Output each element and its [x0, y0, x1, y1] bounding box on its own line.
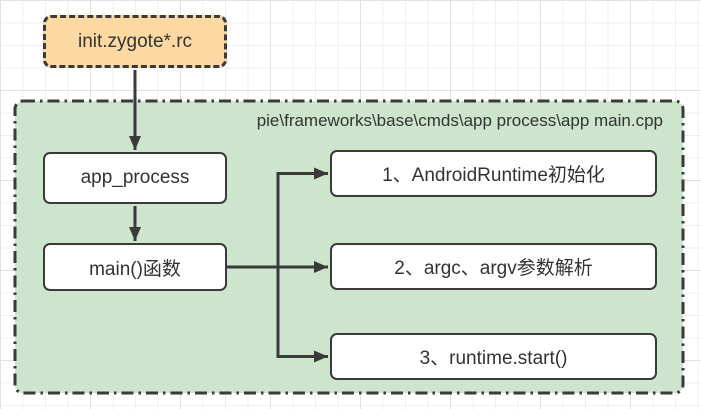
app-process-node: app_process — [43, 152, 227, 204]
source-path-label: pie\frameworks\base\cmds\app process\app… — [256, 111, 663, 130]
step-android-runtime-init-label: 1、AndroidRuntime初始化 — [382, 165, 605, 186]
main-function-label: main()函数 — [89, 258, 181, 280]
step-runtime-start-node: 3、runtime.start() — [330, 333, 657, 380]
step-argc-argv-parse-label: 2、argc、argv参数解析 — [394, 258, 593, 279]
init-zygote-rc-node: init.zygote*.rc — [43, 15, 227, 68]
main-function-node: main()函数 — [43, 243, 227, 291]
step-android-runtime-init-node: 1、AndroidRuntime初始化 — [330, 150, 657, 197]
app-process-label: app_process — [80, 167, 190, 188]
init-zygote-rc-label: init.zygote*.rc — [77, 30, 193, 52]
step-argc-argv-parse-node: 2、argc、argv参数解析 — [330, 243, 657, 290]
step-runtime-start-label: 3、runtime.start() — [419, 348, 568, 369]
